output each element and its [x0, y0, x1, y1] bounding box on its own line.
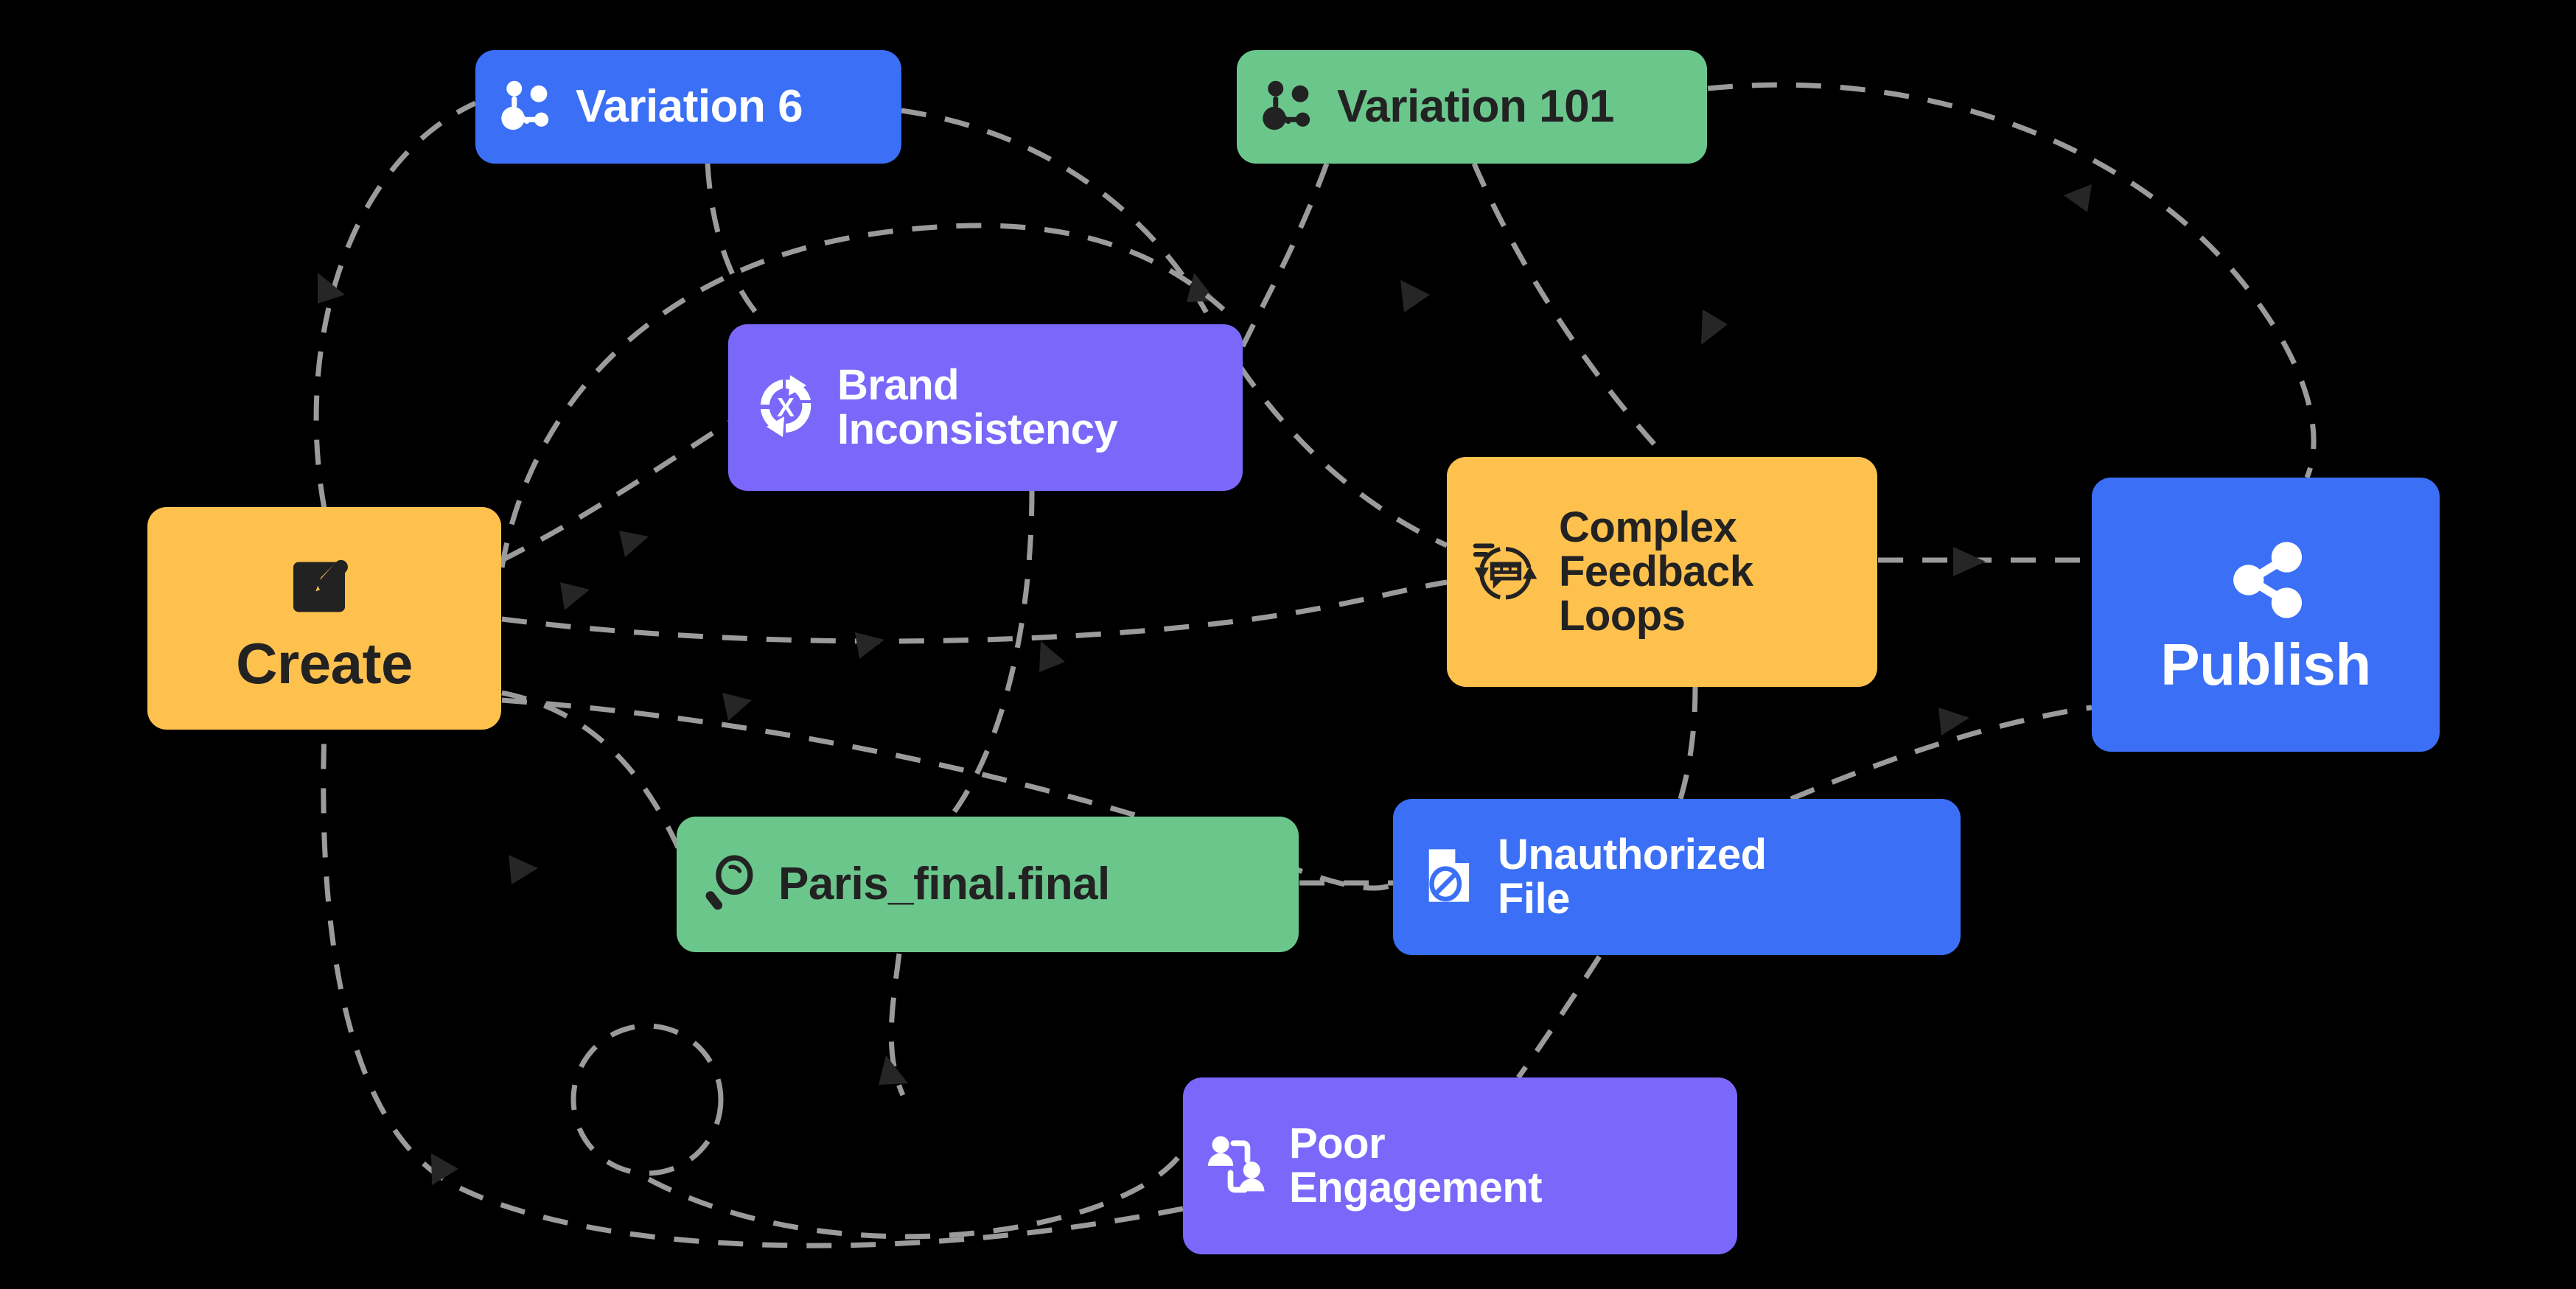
arrowhead — [722, 693, 752, 721]
arrowhead — [560, 582, 590, 610]
edge-variation6-brand — [705, 163, 769, 326]
arrowhead — [1953, 547, 1986, 576]
node-poor-engagement[interactable]: Poor Engagement — [1183, 1077, 1737, 1254]
node-variation-6[interactable]: Variation 6 — [475, 50, 901, 164]
edge-create-upper-arc — [499, 223, 1226, 568]
arrowhead — [2064, 184, 2092, 212]
node-paris-final-file[interactable]: Paris_final.final — [677, 817, 1299, 952]
node-label: Brand Inconsistency — [837, 360, 1118, 453]
node-label: Create — [236, 630, 413, 696]
edge-create-brand — [500, 411, 746, 563]
edge-create-complex — [501, 579, 1448, 644]
edge-paris-downstroke — [888, 953, 906, 1097]
file-blocked-icon — [1415, 842, 1481, 912]
node-label: Paris_final.final — [778, 858, 1110, 909]
edge-create-paris — [501, 690, 681, 849]
edge-brand-paris — [949, 490, 1035, 819]
arrowhead — [1701, 310, 1728, 345]
arrowhead — [1400, 280, 1430, 312]
svg-text:X: X — [777, 392, 795, 422]
node-complex-feedback-loops[interactable]: Complex Feedback Loops — [1447, 457, 1877, 687]
node-publish[interactable]: Publish — [2092, 478, 2440, 752]
node-brand-inconsistency[interactable]: X Brand Inconsistency — [728, 324, 1243, 491]
arrowhead — [318, 273, 345, 304]
edge-unauth-publish — [1790, 705, 2092, 802]
arrowhead — [509, 855, 538, 884]
edge-create-unauth — [501, 697, 1395, 891]
two-people-icon — [1205, 1131, 1273, 1202]
edge-lower-sweep — [647, 1133, 1195, 1240]
arrowhead — [855, 632, 884, 659]
node-unauthorized-file[interactable]: Unauthorized File — [1393, 799, 1961, 955]
arrowhead — [1938, 708, 1969, 736]
node-create[interactable]: Create — [147, 507, 501, 730]
node-label: Variation 101 — [1337, 80, 1615, 132]
arrowhead — [431, 1153, 458, 1185]
node-variation-101[interactable]: Variation 101 — [1237, 50, 1707, 164]
edge-variation101-brand — [1240, 162, 1330, 348]
node-label: Poor Engagement — [1289, 1119, 1543, 1212]
node-label: Unauthorized File — [1498, 830, 1767, 923]
refresh-x-icon: X — [750, 371, 821, 445]
network-nodes-icon — [1259, 74, 1321, 140]
arrowhead — [1039, 641, 1065, 672]
edge-variation101-publish — [1707, 82, 2317, 479]
edge-paris-self-loop — [570, 1023, 724, 1176]
node-label: Complex Feedback Loops — [1559, 503, 1753, 640]
edit-square-icon — [283, 543, 366, 629]
edge-unauth-poor — [1516, 955, 1602, 1080]
network-nodes-icon — [498, 74, 559, 140]
arrowhead — [619, 531, 649, 557]
edge-create-variation6 — [313, 100, 477, 509]
edge-variation101-complex — [1471, 162, 1668, 459]
edge-poor-create — [321, 729, 1184, 1248]
arrowhead — [879, 1055, 908, 1085]
edge-complex-unauth — [1678, 686, 1698, 800]
magnifier-icon — [699, 851, 762, 918]
node-label: Publish — [2160, 631, 2371, 697]
share-nodes-icon — [2220, 534, 2311, 629]
feedback-loop-icon — [1469, 534, 1543, 611]
node-label: Variation 6 — [576, 80, 803, 132]
